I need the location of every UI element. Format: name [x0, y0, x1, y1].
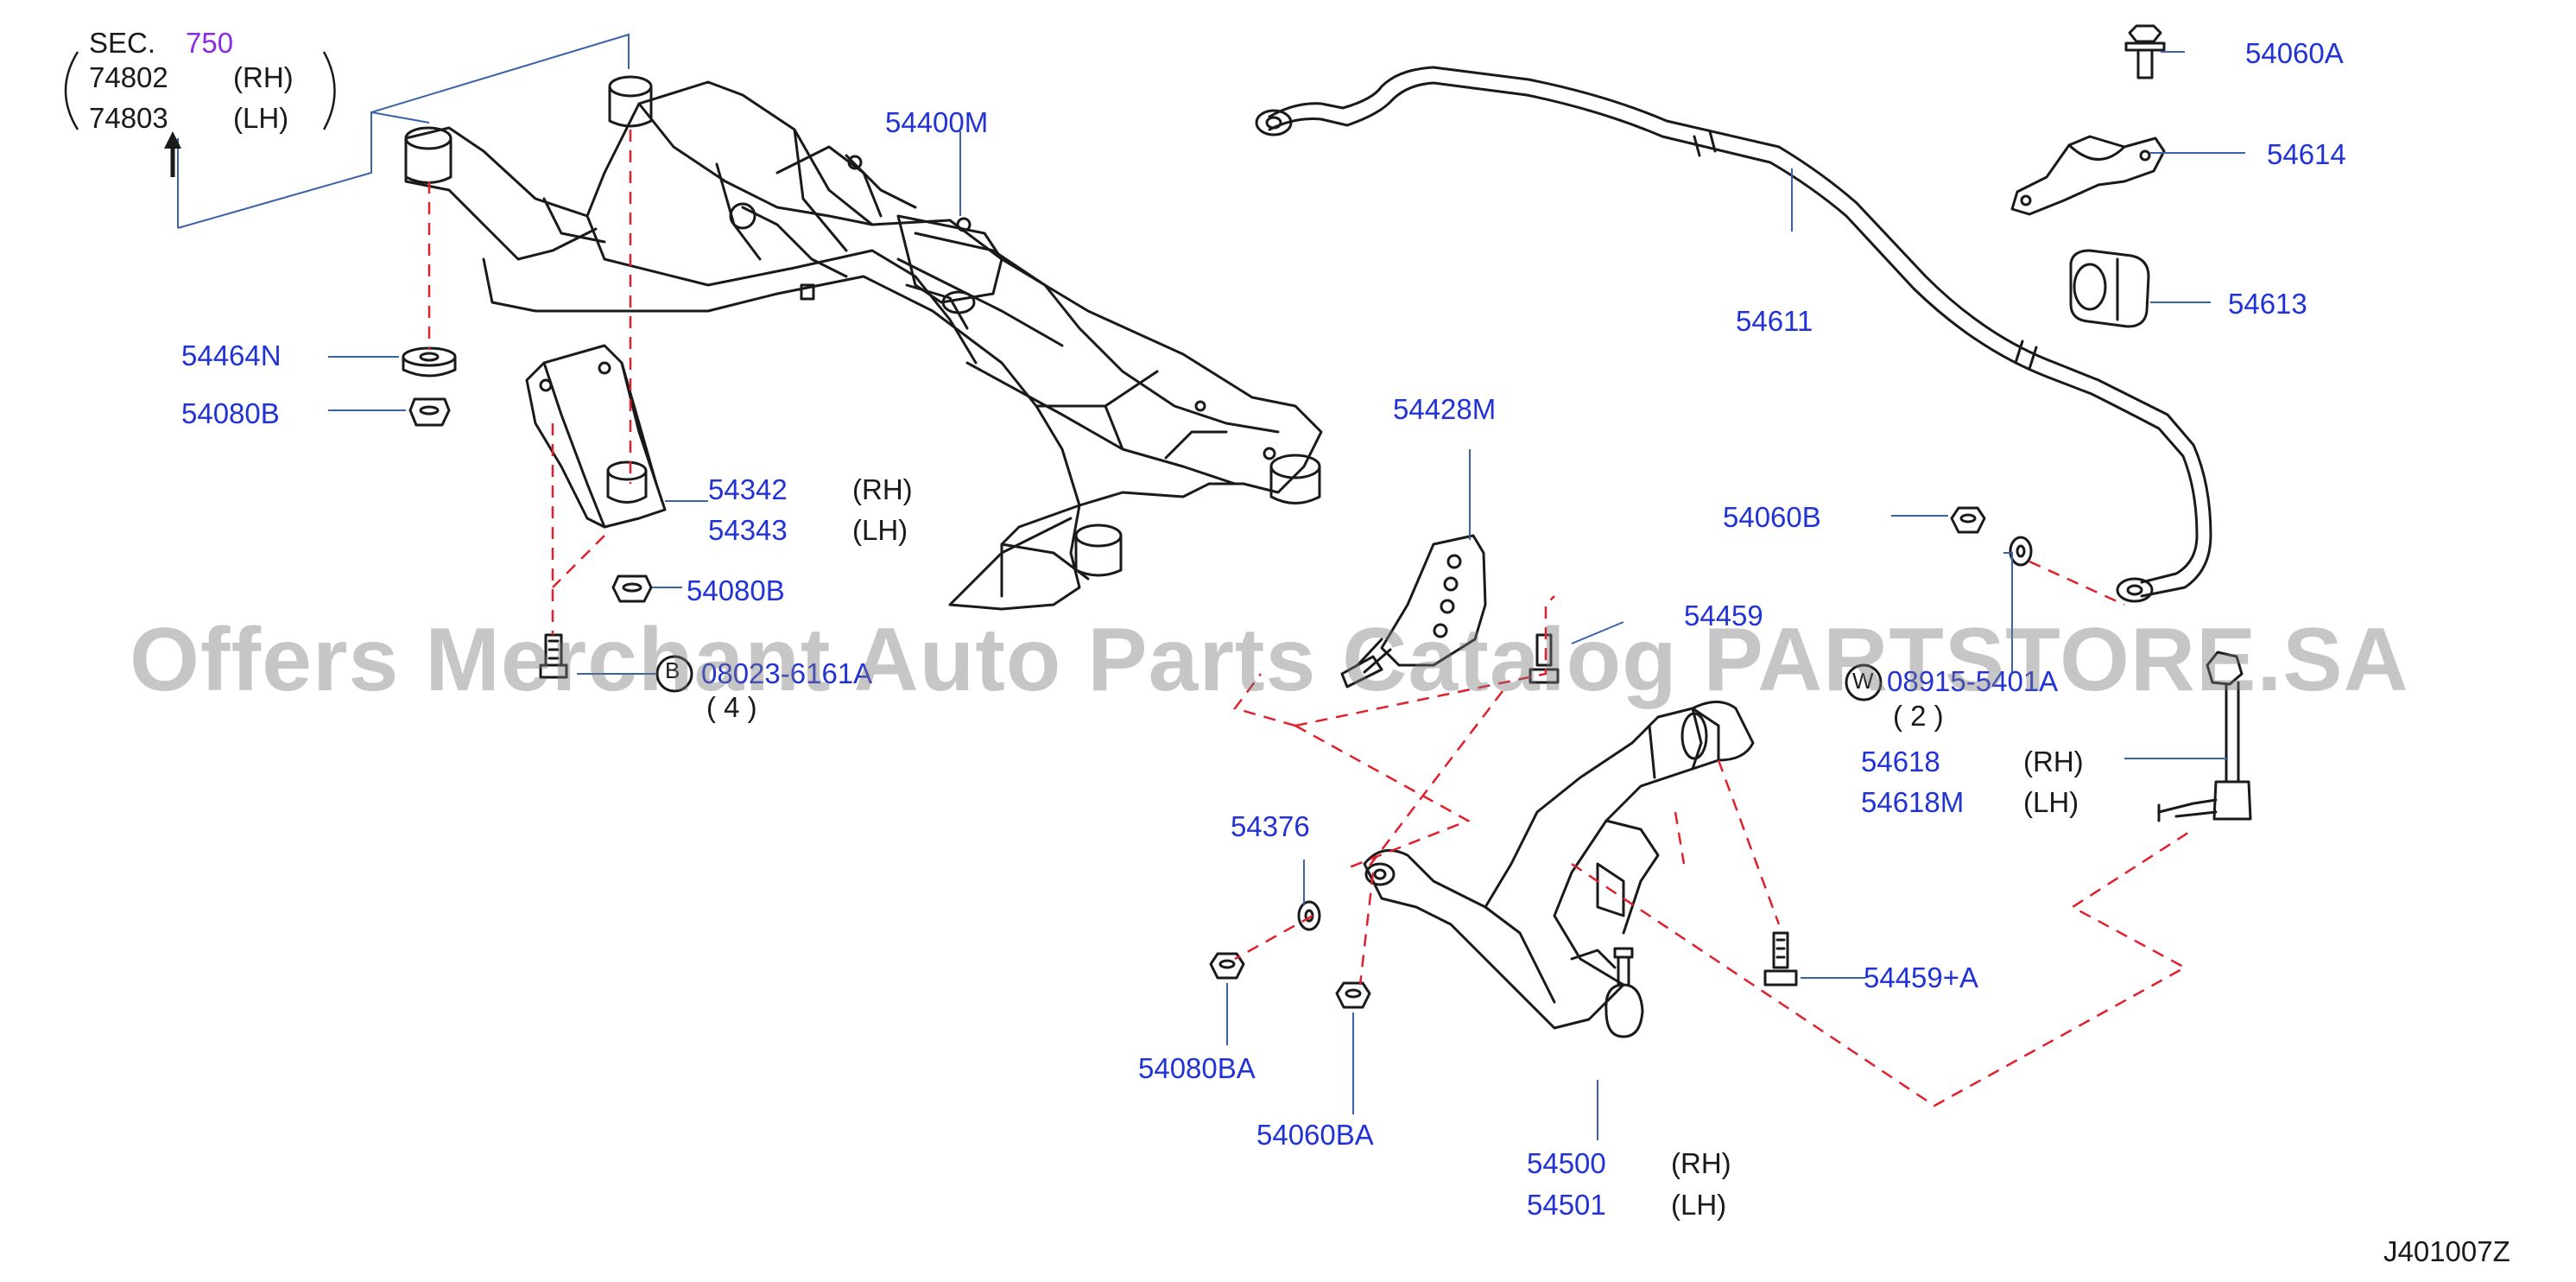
hardware-54464N [402, 346, 457, 378]
side-54342: (RH) [852, 473, 913, 505]
side-54501: (LH) [1671, 1189, 1727, 1221]
side-54343: (LH) [852, 514, 908, 546]
bolt-54459 [1340, 638, 1392, 689]
part-54428M[interactable]: 54428M [1393, 393, 1497, 425]
part-54500[interactable]: 54500 [1527, 1147, 1606, 1179]
part-54459[interactable]: 54459 [1684, 600, 1763, 631]
nut-54080B-lower [611, 574, 653, 603]
nut-54060B [1950, 506, 1986, 534]
assembly-lines [427, 130, 2194, 1107]
part-54060B[interactable]: 54060B [1723, 501, 1821, 533]
sec-rh-part: 74802 [89, 61, 168, 93]
part-54080BA[interactable]: 54080BA [1138, 1052, 1256, 1084]
bracket-54342 [525, 344, 667, 529]
lower-arm-54500 [1363, 701, 1755, 1038]
diagram-code: J401007Z [2383, 1235, 2510, 1267]
bolt-symbol-B [655, 655, 693, 693]
part-54614[interactable]: 54614 [2267, 138, 2346, 170]
sec-lh-side: (LH) [233, 102, 289, 134]
bolt-54459A [1763, 931, 1798, 987]
stabilizer-bar-54611 [1255, 66, 2212, 603]
part-54618[interactable]: 54618 [1861, 746, 1940, 777]
part-54060BA[interactable]: 54060BA [1256, 1119, 1374, 1151]
sec-rh-side: (RH) [233, 61, 294, 93]
sec-lh-part: 74803 [89, 102, 168, 134]
part-54464N[interactable]: 54464N [181, 340, 282, 371]
bolt-quantity: ( 4 ) [706, 691, 757, 723]
washer-54376 [1297, 900, 1321, 931]
sec-bracket-right [322, 51, 336, 130]
part-08915-5401A[interactable]: 08915-5401A [1887, 665, 2059, 697]
side-54618: (RH) [2023, 746, 2084, 777]
washer-quantity: ( 2 ) [1893, 700, 1944, 732]
bolt-08023-6161A [539, 633, 568, 679]
part-54342[interactable]: 54342 [708, 473, 788, 505]
washer-symbol-W [1845, 663, 1883, 701]
side-54500: (RH) [1671, 1147, 1731, 1179]
nut-54080BA [1209, 952, 1245, 980]
washer-symbol-label: W [1852, 668, 1874, 694]
part-54376[interactable]: 54376 [1231, 810, 1310, 842]
side-54618M: (LH) [2023, 786, 2079, 818]
part-54080B-lower[interactable]: 54080B [687, 574, 785, 606]
arrow-up-icon [164, 131, 181, 177]
bracket-54428M [1380, 534, 1487, 667]
part-54400M[interactable]: 54400M [885, 106, 989, 138]
nut-54080B-upper [408, 397, 451, 427]
part-54501[interactable]: 54501 [1527, 1189, 1606, 1221]
part-54343[interactable]: 54343 [708, 514, 788, 546]
bolt-54060A [2124, 24, 2166, 79]
part-54459A[interactable]: 54459+A [1864, 962, 1979, 993]
bolt-symbol-label: B [665, 657, 680, 683]
sec-prefix: SEC. [89, 27, 156, 59]
watermark-text: Offers Merchant Auto Parts Catalog PARTS… [130, 610, 2409, 710]
leader-lines [177, 33, 2245, 1140]
part-54613[interactable]: 54613 [2228, 288, 2307, 320]
part-54618M[interactable]: 54618M [1861, 786, 1965, 818]
washer-08915 [2009, 536, 2033, 567]
nut-54060BA [1335, 981, 1371, 1009]
stabilizer-link-54618 [2157, 651, 2252, 822]
part-54611[interactable]: 54611 [1736, 305, 1813, 337]
part-08023-6161A[interactable]: 08023-6161A [701, 657, 873, 689]
part-54080B-upper[interactable]: 54080B [181, 397, 280, 429]
clamp-54614 [2010, 135, 2166, 216]
bushing-54613 [2069, 249, 2150, 328]
sec-number-link[interactable]: 750 [186, 27, 234, 59]
sec-bracket-left [64, 51, 79, 130]
part-54060A[interactable]: 54060A [2245, 37, 2344, 69]
